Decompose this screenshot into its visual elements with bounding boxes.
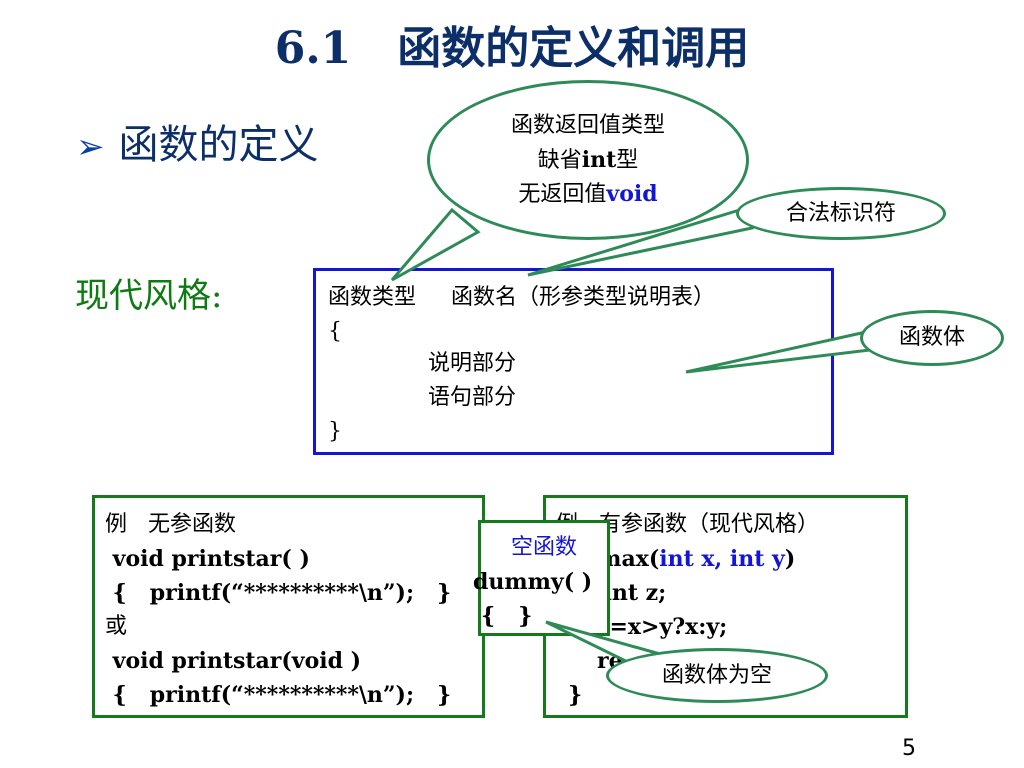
int-keyword: int bbox=[581, 147, 617, 173]
modern-style-label: 现代风格: bbox=[75, 276, 223, 316]
slide-title: 6.1 函数的定义和调用 bbox=[274, 23, 750, 74]
definition-line-signature: 函数类型 函数名（形参类型说明表） bbox=[328, 285, 715, 310]
empty-body-callout: 函数体为空 bbox=[606, 648, 828, 703]
default-label: 缺省 bbox=[537, 148, 582, 173]
example1-line4: { printf(“**********\n”); } bbox=[105, 682, 452, 708]
definition-line-open-brace: { bbox=[328, 319, 342, 344]
no-return-label: 无返回值 bbox=[518, 182, 607, 207]
return-type-callout-line1: 函数返回值类型 bbox=[510, 113, 665, 138]
function-body-callout: 函数体 bbox=[860, 310, 1004, 366]
example1-line3: void printstar(void ) bbox=[105, 648, 362, 674]
example2-line1-end: ) bbox=[784, 546, 796, 572]
return-type-callout-line3: 无返回值void bbox=[430, 181, 746, 208]
identifier-callout: 合法标识符 bbox=[736, 187, 946, 240]
example-no-params-box: 例 无参函数 void printstar( ) { printf(“*****… bbox=[92, 495, 485, 718]
return-type-callout-tail bbox=[390, 207, 481, 282]
bullet-arrow-icon: ➢ bbox=[76, 127, 105, 167]
return-type-callout-line2: 缺省int型 bbox=[430, 147, 746, 174]
definition-syntax-box: 函数类型 函数名（形参类型说明表） { 说明部分 语句部分 } bbox=[313, 268, 834, 455]
example2-params: int x, int y bbox=[659, 546, 785, 572]
page-number: 5 bbox=[902, 736, 916, 761]
type-suffix: 型 bbox=[616, 148, 639, 173]
section-bullet: ➢ 函数的定义 bbox=[76, 112, 319, 170]
example1-line1: void printstar( ) bbox=[105, 546, 310, 572]
empty-function-line2: { } bbox=[481, 603, 533, 629]
return-type-callout: 函数返回值类型 缺省int型 无返回值void bbox=[427, 80, 749, 240]
example1-line2: { printf(“**********\n”); } bbox=[105, 580, 452, 606]
example1-heading: 例 无参函数 bbox=[105, 512, 236, 537]
definition-line-declarations: 说明部分 bbox=[428, 351, 517, 376]
empty-function-label: 空函数 bbox=[511, 535, 578, 560]
body-callout-tail bbox=[685, 330, 872, 374]
example2-line5: } bbox=[568, 682, 583, 708]
empty-function-box: 空函数 dummy( ) { } bbox=[473, 520, 610, 636]
empty-function-line1: dummy( ) bbox=[473, 569, 593, 595]
void-keyword: void bbox=[606, 181, 658, 207]
definition-line-close-brace: } bbox=[328, 419, 342, 444]
example2-line3: z=x>y?x:y; bbox=[574, 614, 728, 640]
example1-or: 或 bbox=[105, 614, 128, 639]
section-heading: 函数的定义 bbox=[118, 122, 319, 168]
definition-line-statements: 语句部分 bbox=[428, 385, 517, 410]
